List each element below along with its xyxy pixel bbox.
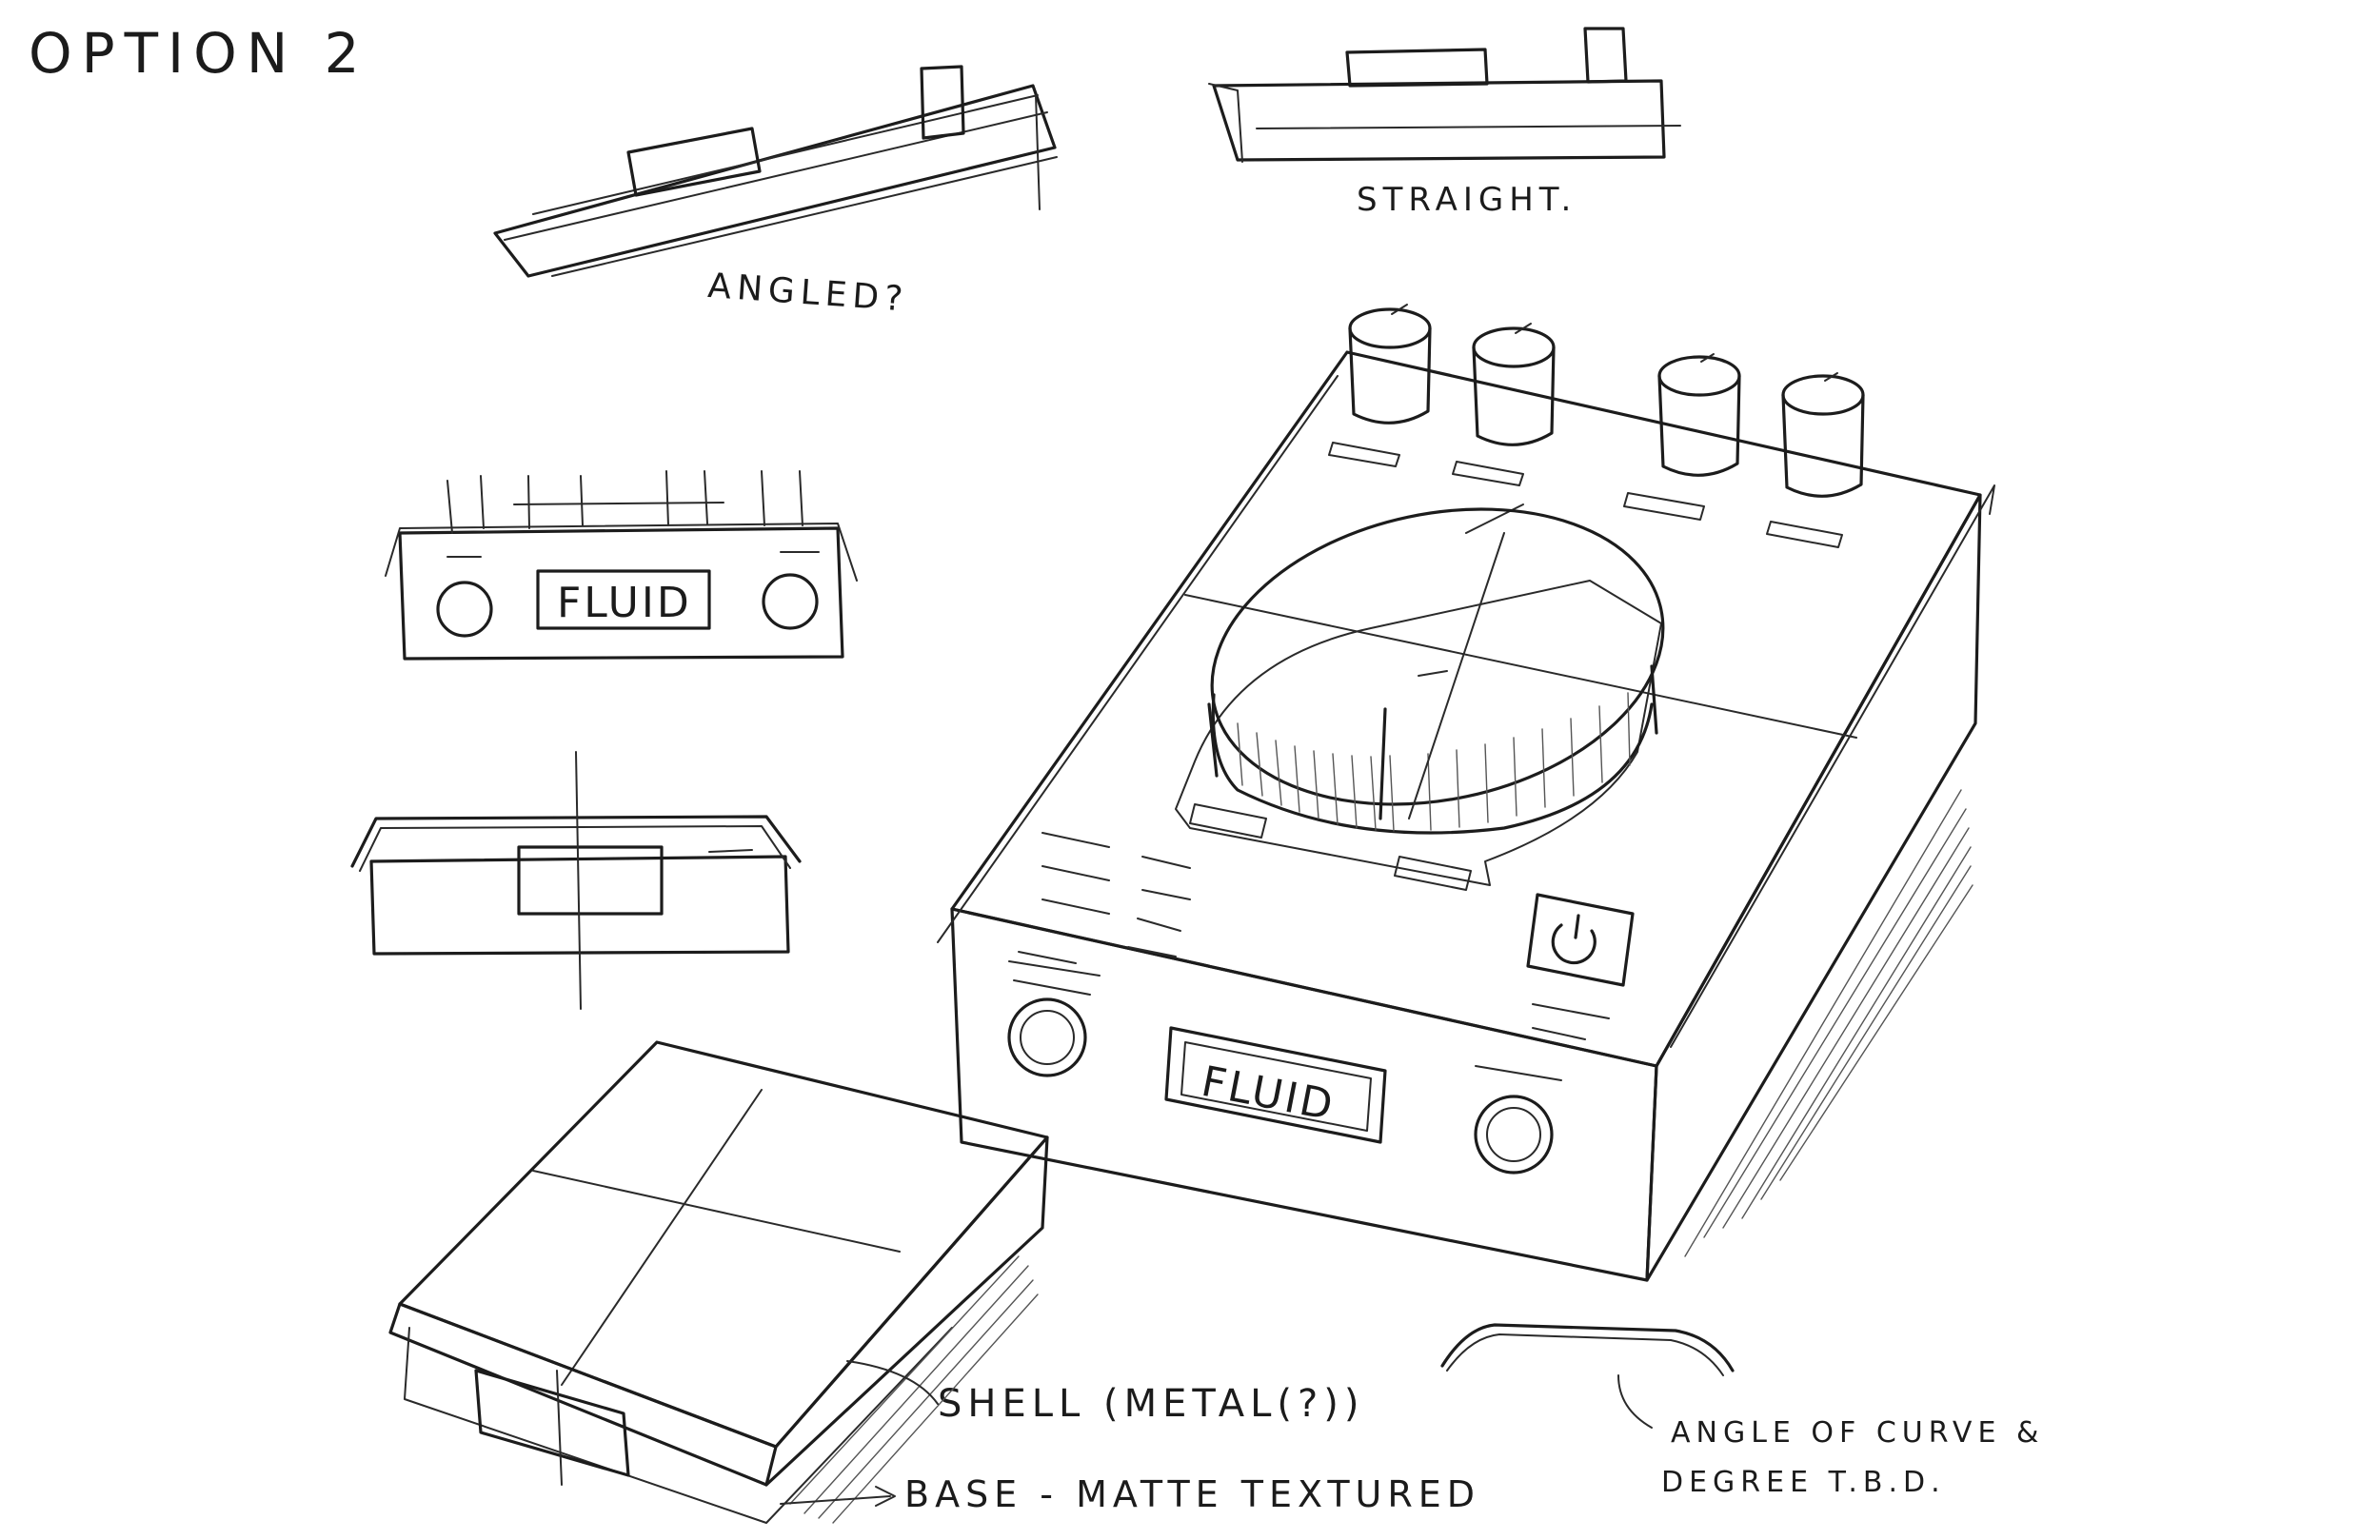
sheet-title: OPTION 2: [29, 21, 369, 86]
base-arrow: [780, 1495, 891, 1505]
angled-knob: [920, 65, 965, 140]
rear-port: [517, 845, 664, 916]
shell-callout: SHELL (METAL(?)): [938, 1382, 1365, 1426]
small-knob-2: [1472, 323, 1556, 446]
power-icon: [1551, 923, 1597, 965]
front-jack-right-main: [1474, 1095, 1554, 1175]
shell-top: [398, 1040, 1049, 1449]
main-device-perspective: FLUID: [937, 304, 1995, 1282]
main-display: [1164, 1026, 1387, 1144]
shell-port: [474, 1369, 630, 1477]
straight-knob-slot: [1345, 48, 1489, 88]
curve-arrow: [1617, 1374, 1653, 1429]
curve-profile: [1440, 1323, 1735, 1372]
straight-label: STRAIGHT.: [1357, 181, 1577, 219]
main-volume-knob: [1175, 507, 1665, 886]
center-axis-line: [575, 751, 582, 1010]
curve-detail-sketch: [1440, 1323, 1735, 1429]
straight-profile-sketch: [1208, 27, 1681, 163]
front-display-text: FLUID: [557, 579, 692, 627]
front-view-sketch: FLUID: [385, 470, 858, 661]
power-button[interactable]: [1526, 893, 1635, 987]
knob-knurling: [1237, 692, 1631, 832]
shell-base-sketch: [388, 1040, 1049, 1524]
front-display: [536, 569, 711, 630]
base-hatching: [789, 1255, 1039, 1524]
front-jack-left: [436, 581, 493, 638]
front-jack-right: [762, 573, 819, 630]
angled-knob-slot: [626, 127, 762, 197]
straight-knob: [1583, 27, 1628, 84]
curve-callout-line2: DEGREE T.B.D.: [1661, 1466, 1946, 1499]
device-side-face: [1645, 493, 1982, 1282]
shell-arrow: [846, 1360, 939, 1405]
curve-callout-line1: ANGLE OF CURVE &: [1671, 1416, 2045, 1450]
angled-profile-sketch: [493, 65, 1058, 278]
rear-view-sketch: [350, 751, 802, 1010]
device-top-surface: [950, 350, 1982, 1068]
knob-indicator: [1378, 707, 1387, 820]
base-callout: BASE - MATTE TEXTURED: [904, 1473, 1481, 1515]
small-knob-3: [1657, 353, 1741, 477]
small-knob-4: [1781, 372, 1865, 498]
front-jack-left-main: [1007, 997, 1087, 1077]
small-knob-1: [1348, 304, 1432, 424]
side-hatching: [1684, 789, 1973, 1257]
